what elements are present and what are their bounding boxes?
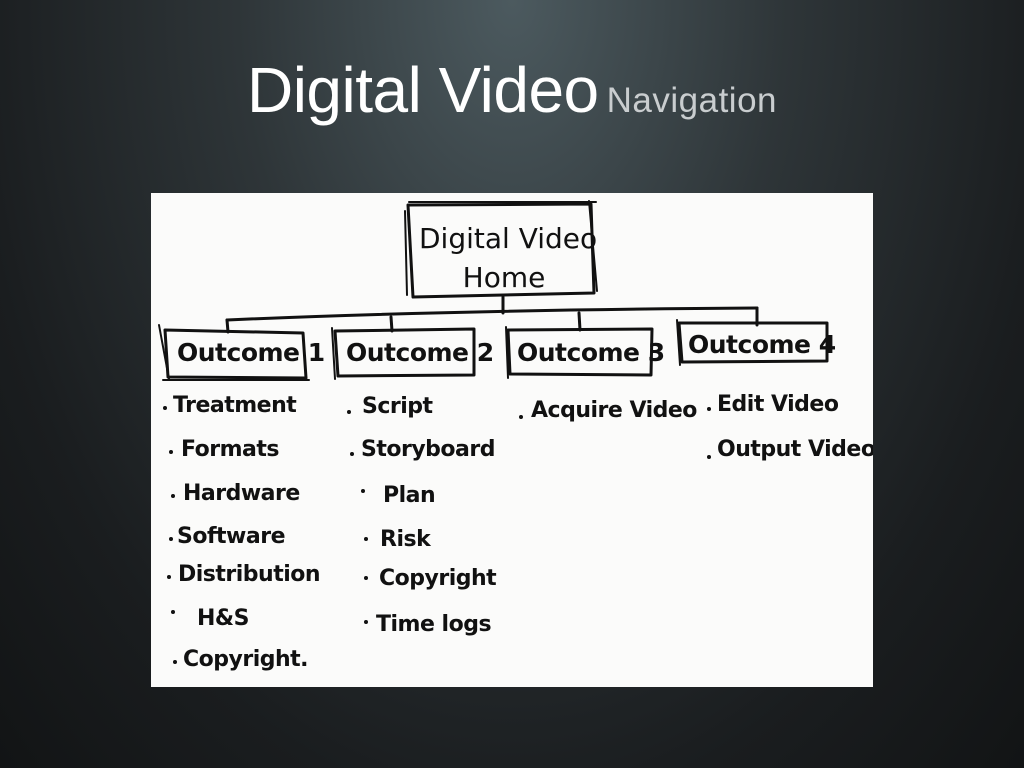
bullet — [361, 489, 365, 493]
bullet — [169, 537, 173, 541]
outcome-2-label: Outcome 2 — [346, 338, 494, 367]
bullet — [364, 576, 368, 580]
title-sub: Navigation — [606, 81, 778, 120]
bullet — [169, 450, 173, 454]
drop-3 — [577, 311, 582, 332]
outcome-2-item-6: Time logs — [376, 612, 492, 637]
bullet — [519, 415, 523, 419]
bullet — [173, 660, 177, 664]
outcome-2-item-5: Copyright — [379, 566, 497, 591]
outcome-1-item-6: H&S — [197, 606, 249, 631]
outcome-1-item-1: Treatment — [173, 393, 297, 418]
bullet — [171, 610, 175, 614]
outcome-2-item-2: Storyboard — [361, 437, 495, 462]
outcome-1-item-5: Distribution — [178, 562, 321, 587]
bullet — [163, 406, 167, 410]
outcome-4-label: Outcome 4 — [688, 330, 836, 359]
outcome-3-label: Outcome 3 — [517, 338, 665, 367]
bullet — [364, 620, 368, 624]
bullet — [350, 452, 354, 456]
bullet — [364, 537, 368, 541]
outcome-1-item-7: Copyright. — [183, 647, 309, 672]
outcome-1-item-2: Formats — [181, 437, 279, 462]
outcome-3-box — [506, 327, 654, 377]
title-main: Digital Video — [246, 54, 599, 126]
home-line-1: Digital Video — [419, 222, 598, 255]
home-box — [406, 202, 596, 299]
bullet — [707, 407, 711, 411]
outcome-2-item-4: Risk — [380, 527, 431, 552]
navigation-sketch: Digital Video Home Outcome 1 Outcome 2 O… — [151, 193, 873, 687]
bullet — [167, 575, 171, 579]
outcome-1-box — [163, 328, 308, 380]
sketch-lines — [158, 200, 829, 381]
bullet — [707, 455, 711, 459]
bullet — [347, 410, 351, 414]
outcome-4-item-2: Output Video — [717, 437, 873, 462]
outcome-2-box — [333, 327, 476, 378]
branch-bar — [225, 306, 759, 322]
home-line-2: Home — [462, 261, 546, 295]
outcome-2-item-3: Plan — [383, 483, 436, 508]
outcome-2-item-1: Script — [362, 394, 433, 419]
outcome-1-item-4: Software — [177, 524, 286, 549]
outcome-4-box — [677, 321, 829, 364]
home-node-label: Digital Video Home — [419, 219, 598, 297]
bullet — [171, 494, 175, 498]
outcome-3-item-1: Acquire Video — [531, 398, 697, 423]
outcome-4-item-1: Edit Video — [717, 392, 839, 417]
outcome-1-label: Outcome 1 — [177, 338, 325, 367]
drop-2 — [389, 315, 394, 333]
outcome-1-item-3: Hardware — [183, 481, 300, 506]
